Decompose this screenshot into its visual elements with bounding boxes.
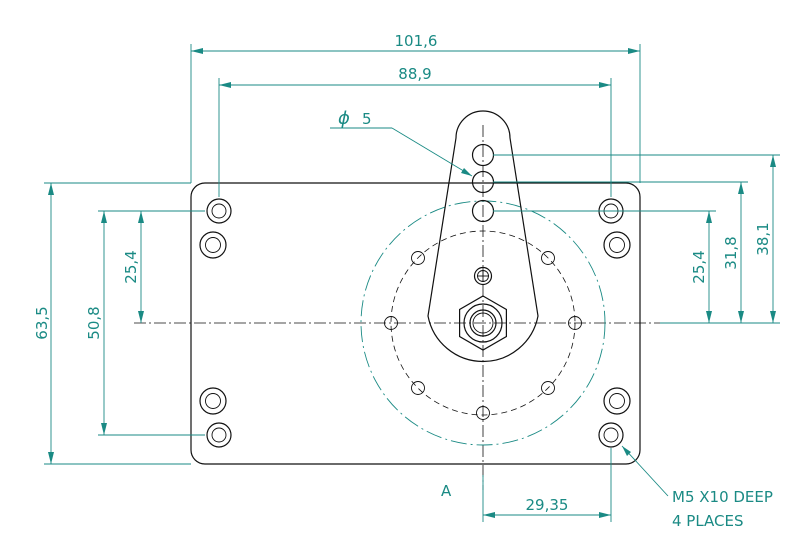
dim-overall-width-label: 101,6 [395,32,438,50]
bolt-hole-south [476,406,490,420]
dim-arm-hole-3-label: 38,1 [754,222,772,255]
dim-arm-hole-3: 38,1 [493,154,780,324]
dim-offset-x-label: 29,35 [526,496,569,514]
dim-arm-hole-2: 31,8 [493,181,748,324]
centerlines [134,125,660,490]
dim-hole-spacing-x-label: 88,9 [398,65,431,83]
plate [190,182,641,465]
dim-arm-hole-2-label: 31,8 [722,236,740,269]
dim-hole-diameter-label: 5 [362,110,372,128]
bolt-circle-holes [384,251,582,420]
servo-horn [427,110,539,362]
bolt-hole-se [541,381,555,395]
hole-bottom-left-upper [199,387,227,415]
dim-right-half-spacing: 25,4 [493,210,716,324]
thread-callout: M5 X10 DEEP 4 PLACES [621,445,773,530]
dim-offset-x: 29,35 [482,448,612,522]
dim-hole-spacing-x: 88,9 [218,65,612,197]
hole-top-left-lower [199,231,227,259]
dim-right-half-spacing-label: 25,4 [690,250,708,283]
dim-left-half-spacing-label: 25,4 [122,250,140,283]
dim-hole-spacing-y-label: 50,8 [85,306,103,339]
diameter-symbol: ϕ [338,108,350,129]
hole-bottom-right-upper [603,387,631,415]
dim-overall-height-label: 63,5 [33,306,51,339]
hole-top-right-lower [603,231,631,259]
hole-bottom-left-lower [206,422,232,448]
dim-hole-diameter: ϕ 5 [330,108,473,177]
horn-hub [459,295,507,351]
view-label: A [441,482,452,500]
hole-bottom-right-lower [598,422,624,448]
plate-outline [190,182,641,465]
hole-top-left-upper [206,198,232,224]
dim-hole-spacing-y: 50,8 [85,210,205,436]
dim-left-half-spacing: 25,4 [122,211,144,323]
dim-overall-height: 63,5 [33,182,191,465]
corner-holes [199,198,631,448]
horn-outline [427,110,539,362]
bolt-hole-east [568,316,582,330]
callout-line-2: 4 PLACES [672,512,744,530]
dim-overall-width: 101,6 [190,32,641,183]
inner-bolt-circle [390,230,576,416]
bolt-hole-west [384,316,398,330]
callout-line-1: M5 X10 DEEP [672,488,773,506]
horn-screw [473,266,493,286]
bolt-hole-sw [411,381,425,395]
bolt-hole-ne [541,251,555,265]
bolt-hole-nw [411,251,425,265]
